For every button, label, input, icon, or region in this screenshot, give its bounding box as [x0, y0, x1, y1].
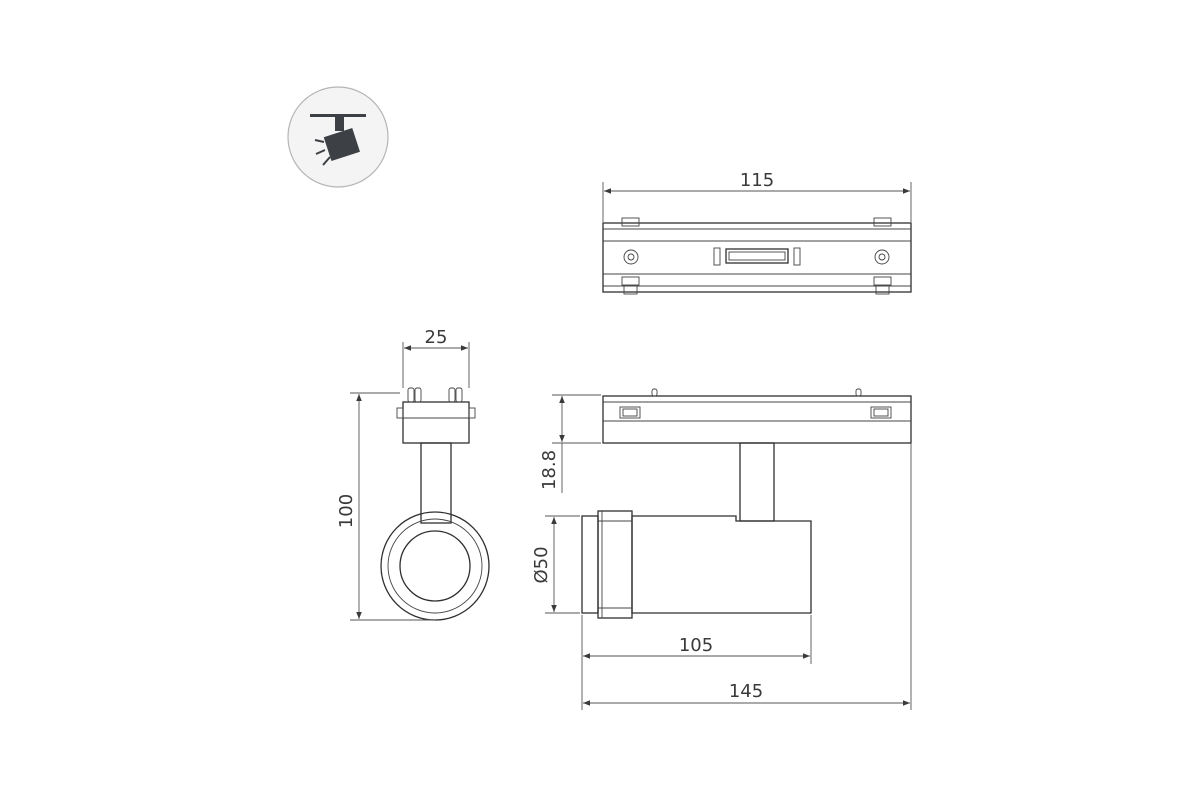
end-view-housing — [380, 511, 490, 621]
dimension-label-145: 145 — [729, 681, 763, 702]
front-view-adapter — [602, 395, 912, 444]
icon-light-ray — [315, 149, 326, 155]
dimension-label-18-8: 18.8 — [539, 450, 560, 490]
top-clip — [623, 285, 638, 295]
end-view-stem — [420, 442, 452, 524]
screw — [874, 249, 890, 265]
top-clip — [873, 217, 892, 227]
dimension-label-115: 115 — [740, 170, 774, 191]
dimension-total-length: 145 — [581, 443, 912, 710]
front-view — [581, 388, 912, 619]
front-view-body — [631, 515, 812, 614]
dimension-label-100: 100 — [336, 494, 357, 528]
screw — [623, 249, 639, 265]
dimension-height-total: 100 — [336, 392, 435, 621]
front-view-ring — [597, 510, 633, 619]
icon-stem — [335, 117, 344, 131]
dimension-label-25: 25 — [425, 327, 448, 348]
track-spotlight-icon — [287, 86, 389, 188]
top-clip — [875, 285, 890, 295]
dimension-label-105: 105 — [679, 635, 713, 656]
front-view-stem — [739, 442, 775, 522]
top-clip — [621, 276, 640, 286]
icon-light-ray — [314, 139, 325, 143]
contact — [713, 247, 721, 266]
top-view-outline — [602, 222, 912, 293]
dimension-label-diameter-50: Ø50 — [531, 546, 552, 583]
icon-track-bar — [310, 114, 366, 117]
dimension-body-length: 105 — [581, 615, 812, 664]
front-view-lens — [581, 515, 599, 614]
end-view-adapter — [402, 401, 470, 444]
dimension-top-width: 115 — [602, 170, 912, 222]
top-clip — [621, 217, 640, 227]
end-view-lens — [399, 530, 471, 602]
end-view — [380, 387, 490, 621]
dimension-adapter-height: 18.8 — [539, 394, 601, 493]
dimension-side-width: 25 — [402, 327, 470, 388]
contact-slot — [725, 248, 789, 264]
icon-lamp-head — [323, 128, 360, 162]
icon-light-ray — [322, 156, 331, 166]
top-view — [602, 217, 912, 295]
dimension-body-diameter: Ø50 — [531, 515, 580, 614]
contact — [793, 247, 801, 266]
top-clip — [873, 276, 892, 286]
